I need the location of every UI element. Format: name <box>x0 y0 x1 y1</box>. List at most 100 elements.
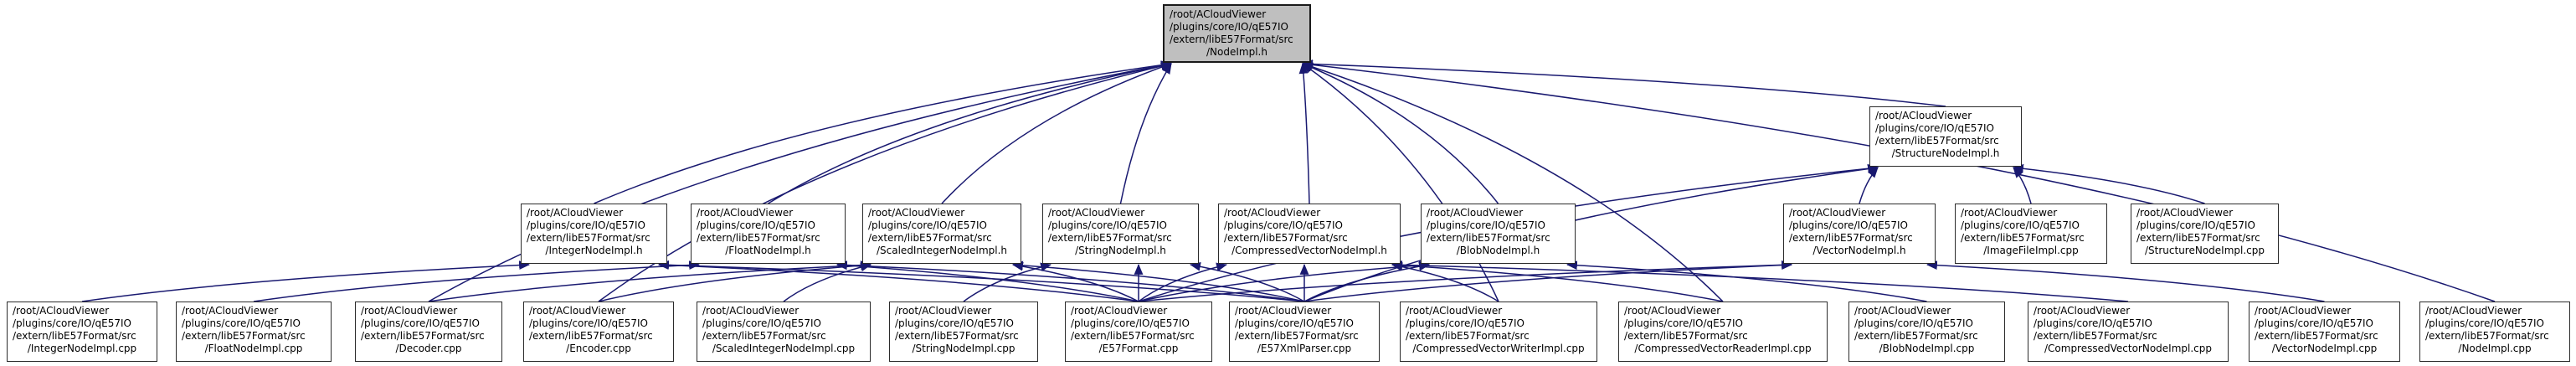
node-path-line: /extern/libE57Format/src <box>1048 232 1172 244</box>
node-file-name: /NodeImpl.cpp <box>2458 343 2532 354</box>
node-path-line: /plugins/core/IO/qE57IO <box>2255 317 2373 329</box>
graph-node-NodeImpl_h[interactable]: /root/ACloudViewer/plugins/core/IO/qE57I… <box>1163 4 1311 63</box>
node-path-line: /plugins/core/IO/qE57IO <box>1624 317 1743 329</box>
graph-node-Vector_h[interactable]: /root/ACloudViewer/plugins/core/IO/qE57I… <box>1783 204 1936 264</box>
node-path-line: /extern/libE57Format/src <box>2136 232 2260 244</box>
node-file-name: /FloatNodeImpl.cpp <box>204 343 303 354</box>
include-edge-Vector_cpp-to-Vector_h <box>1926 260 2325 302</box>
node-file-name: /NodeImpl.h <box>1206 46 1267 58</box>
node-path-line: /extern/libE57Format/src <box>702 330 826 342</box>
node-path-line: /root/ACloudViewer <box>1624 305 1721 317</box>
include-edge-Float_cpp-to-Float_h <box>253 260 701 302</box>
node-path-line: /plugins/core/IO/qE57IO <box>702 317 821 329</box>
node-file-name: /E57Format.cpp <box>1098 343 1179 354</box>
include-edge-E57XmlParser_cpp-to-Vector_h <box>1303 260 1793 302</box>
node-path-line: /root/ACloudViewer <box>1427 207 1524 219</box>
node-path-line: /root/ACloudViewer <box>13 305 110 317</box>
node-path-line: /root/ACloudViewer <box>527 207 624 219</box>
node-file-name: /IntegerNodeImpl.h <box>545 245 643 256</box>
include-edge-E57Format_cpp-to-Blob_h <box>1138 260 1431 302</box>
graph-node-Decoder_cpp[interactable]: /root/ACloudViewer/plugins/core/IO/qE57I… <box>355 302 502 362</box>
node-path-line: /root/ACloudViewer <box>529 305 626 317</box>
graph-node-Float_cpp[interactable]: /root/ACloudViewer/plugins/core/IO/qE57I… <box>176 302 332 362</box>
include-edge-Encoder_cpp-to-NodeImpl_h <box>598 61 1173 302</box>
node-path-line: /plugins/core/IO/qE57IO <box>527 219 645 231</box>
graph-node-ScaledInteger_cpp[interactable]: /root/ACloudViewer/plugins/core/IO/qE57I… <box>697 302 871 362</box>
graph-node-Integer_cpp[interactable]: /root/ACloudViewer/plugins/core/IO/qE57I… <box>7 302 157 362</box>
graph-node-E57Format_cpp[interactable]: /root/ACloudViewer/plugins/core/IO/qE57I… <box>1065 302 1212 362</box>
include-edge-ImageFile_cpp-to-Structure_h <box>2013 167 2032 204</box>
node-path-line: /root/ACloudViewer <box>697 207 794 219</box>
node-path-line: /extern/libE57Format/src <box>1406 330 1530 342</box>
node-path-line: /plugins/core/IO/qE57IO <box>2425 317 2544 329</box>
include-edge-CompVec_cpp-to-CompVec_h <box>1391 260 2129 302</box>
node-path-line: /plugins/core/IO/qE57IO <box>1406 317 1525 329</box>
include-edge-E57Format_cpp-to-ScaledInteger_h <box>1011 261 1139 302</box>
node-path-line: /plugins/core/IO/qE57IO <box>1875 122 1994 134</box>
node-path-line: /extern/libE57Format/src <box>1854 330 1978 342</box>
graph-node-NodeImpl_cpp[interactable]: /root/ACloudViewer/plugins/core/IO/qE57I… <box>2419 302 2570 362</box>
node-file-name: /CompressedVectorWriterImpl.cpp <box>1412 343 1585 354</box>
graph-node-CVReader_cpp[interactable]: /root/ACloudViewer/plugins/core/IO/qE57I… <box>1618 302 1828 362</box>
node-path-line: /extern/libE57Format/src <box>1170 34 1293 45</box>
include-edge-StructureNodeImpl_cpp-to-Structure_h <box>2012 163 2205 204</box>
node-file-name: /StructureNodeImpl.h <box>1891 147 2000 159</box>
graph-node-String_cpp[interactable]: /root/ACloudViewer/plugins/core/IO/qE57I… <box>889 302 1038 362</box>
graph-node-Structure_h[interactable]: /root/ACloudViewer/plugins/core/IO/qE57I… <box>1869 106 2022 167</box>
graph-node-StructureNodeImpl_cpp[interactable]: /root/ACloudViewer/plugins/core/IO/qE57I… <box>2131 204 2279 264</box>
node-file-name: /ScaledIntegerNodeImpl.h <box>876 245 1008 256</box>
node-path-line: /root/ACloudViewer <box>702 305 800 317</box>
node-path-line: /plugins/core/IO/qE57IO <box>1427 219 1545 231</box>
include-edge-NodeImpl_cpp-to-NodeImpl_h <box>1301 60 2496 302</box>
graph-node-Blob_cpp[interactable]: /root/ACloudViewer/plugins/core/IO/qE57I… <box>1848 302 2005 362</box>
node-file-name: /IntegerNodeImpl.cpp <box>27 343 137 354</box>
include-edge-Blob_h-to-NodeImpl_h <box>1302 63 1499 204</box>
graph-node-ScaledInteger_h[interactable]: /root/ACloudViewer/plugins/core/IO/qE57I… <box>862 204 1021 264</box>
include-edge-ScaledInteger_h-to-NodeImpl_h <box>941 62 1173 204</box>
include-edge-Decoder_cpp-to-ScaledInteger_h <box>428 260 872 302</box>
node-path-line: /root/ACloudViewer <box>2136 207 2234 219</box>
graph-node-CompVec_cpp[interactable]: /root/ACloudViewer/plugins/core/IO/qE57I… <box>2028 302 2229 362</box>
graph-node-Integer_h[interactable]: /root/ACloudViewer/plugins/core/IO/qE57I… <box>521 204 667 264</box>
include-edge-E57Format_cpp-to-Float_h <box>836 260 1139 302</box>
node-path-line: /plugins/core/IO/qE57IO <box>1961 219 2080 231</box>
graph-node-Vector_cpp[interactable]: /root/ACloudViewer/plugins/core/IO/qE57I… <box>2249 302 2400 362</box>
node-file-name: /FloatNodeImpl.h <box>725 245 811 256</box>
node-path-line: /extern/libE57Format/src <box>2425 330 2549 342</box>
node-path-line: /extern/libE57Format/src <box>1961 232 2085 244</box>
include-edge-E57XmlParser_cpp-to-Float_h <box>836 260 1305 302</box>
node-path-line: /root/ACloudViewer <box>1854 305 1951 317</box>
include-edge-String_h-to-NodeImpl_h <box>1119 63 1172 204</box>
include-edge-Integer_h-to-NodeImpl_h <box>594 60 1173 204</box>
graph-node-String_h[interactable]: /root/ACloudViewer/plugins/core/IO/qE57I… <box>1042 204 1199 264</box>
graph-node-CVWriter_cpp[interactable]: /root/ACloudViewer/plugins/core/IO/qE57I… <box>1400 302 1597 362</box>
node-path-line: /extern/libE57Format/src <box>1071 330 1195 342</box>
node-path-line: /root/ACloudViewer <box>1789 207 1886 219</box>
graph-node-E57XmlParser_cpp[interactable]: /root/ACloudViewer/plugins/core/IO/qE57I… <box>1229 302 1380 362</box>
graph-node-Float_h[interactable]: /root/ACloudViewer/plugins/core/IO/qE57I… <box>691 204 846 264</box>
node-path-line: /plugins/core/IO/qE57IO <box>1789 219 1908 231</box>
node-file-name: /CompressedVectorNodeImpl.h <box>1231 245 1387 256</box>
node-file-name: /StringNodeImpl.h <box>1075 245 1166 256</box>
node-path-line: /extern/libE57Format/src <box>1875 135 1999 147</box>
node-path-line: /root/ACloudViewer <box>2255 305 2352 317</box>
graph-node-Encoder_cpp[interactable]: /root/ACloudViewer/plugins/core/IO/qE57I… <box>523 302 674 362</box>
graph-node-Blob_h[interactable]: /root/ACloudViewer/plugins/core/IO/qE57I… <box>1421 204 1576 264</box>
node-file-name: /ImageFileImpl.cpp <box>1983 245 2079 256</box>
include-edge-CVReader_cpp-to-CompVec_h <box>1391 260 1724 302</box>
node-path-line: /extern/libE57Format/src <box>2034 330 2157 342</box>
node-path-line: /root/ACloudViewer <box>868 207 965 219</box>
node-path-line: /plugins/core/IO/qE57IO <box>529 317 648 329</box>
include-edge-CompVec_h-to-NodeImpl_h <box>1298 62 1310 204</box>
node-path-line: /extern/libE57Format/src <box>361 330 485 342</box>
node-path-line: /extern/libE57Format/src <box>1427 232 1550 244</box>
graph-node-CompVec_h[interactable]: /root/ACloudViewer/plugins/core/IO/qE57I… <box>1218 204 1401 264</box>
graph-node-ImageFile_cpp[interactable]: /root/ACloudViewer/plugins/core/IO/qE57I… <box>1955 204 2107 264</box>
edge-group <box>81 59 2496 302</box>
node-file-name: /StructureNodeImpl.cpp <box>2144 245 2265 256</box>
include-edge-E57Format_cpp-to-Integer_h <box>657 260 1139 302</box>
node-path-line: /plugins/core/IO/qE57IO <box>1224 219 1343 231</box>
node-path-line: /root/ACloudViewer <box>182 305 279 317</box>
node-path-line: /root/ACloudViewer <box>1961 207 2058 219</box>
